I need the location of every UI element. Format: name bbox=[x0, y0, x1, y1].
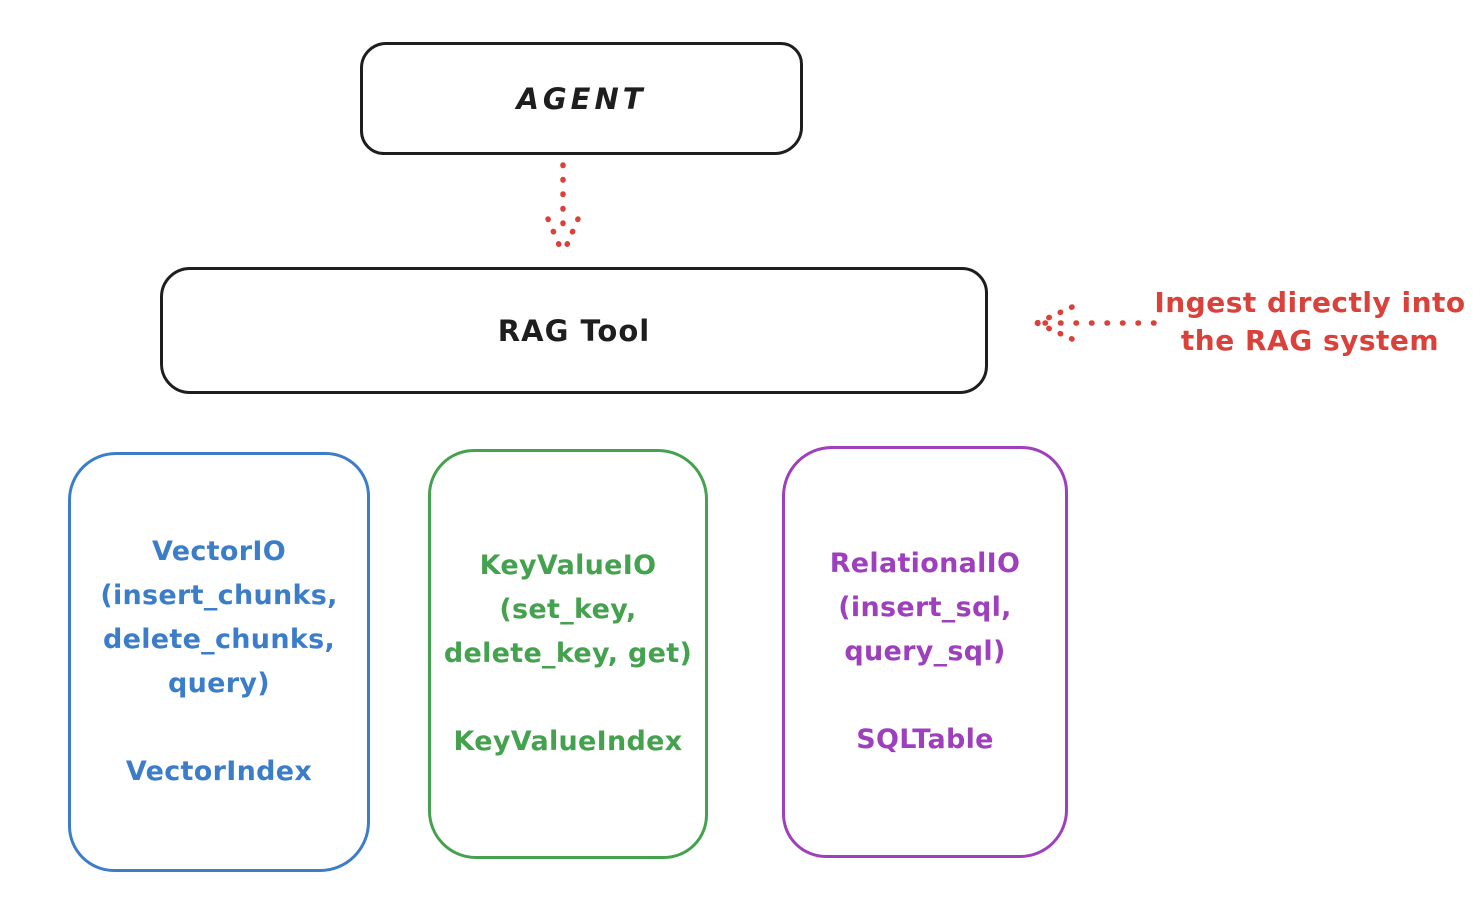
keyvalue-index-label: KeyValueIndex bbox=[453, 726, 683, 757]
keyvalue-io-node[interactable]: KeyValueIO (set_key, delete_key, get) Ke… bbox=[428, 449, 708, 859]
vector-io-line: query) bbox=[168, 668, 270, 699]
ingest-annotation-line2: the RAG system bbox=[1180, 324, 1440, 357]
rag-tool-label: RAG Tool bbox=[497, 313, 651, 348]
keyvalue-io-line: (set_key, bbox=[499, 594, 637, 625]
relational-io-line: query_sql) bbox=[844, 636, 1006, 667]
ingest-arrow-icon bbox=[1034, 304, 1157, 342]
keyvalue-io-line: KeyValueIO bbox=[479, 550, 657, 581]
relational-io-line: (insert_sql, bbox=[838, 592, 1012, 623]
vector-io-node[interactable]: VectorIO (insert_chunks, delete_chunks, … bbox=[68, 452, 370, 872]
vector-io-line: delete_chunks, bbox=[102, 624, 336, 655]
relational-io-line: RelationalIO bbox=[829, 548, 1021, 579]
rag-tool-node[interactable]: RAG Tool bbox=[160, 267, 988, 394]
vector-index-label: VectorIndex bbox=[125, 756, 313, 787]
agent-node[interactable]: AGENT bbox=[360, 42, 803, 155]
ingest-annotation-line1: Ingest directly into bbox=[1154, 286, 1466, 319]
agent-label: AGENT bbox=[516, 81, 647, 116]
vector-io-line: VectorIO bbox=[152, 536, 286, 567]
vector-io-line: (insert_chunks, bbox=[100, 580, 338, 611]
sql-table-label: SQLTable bbox=[856, 724, 994, 755]
relational-io-node[interactable]: RelationalIO (insert_sql, query_sql) SQL… bbox=[782, 446, 1068, 858]
ingest-annotation: Ingest directly into the RAG system bbox=[1136, 284, 1484, 360]
agent-to-rag-arrow-icon bbox=[545, 162, 581, 257]
keyvalue-io-line: delete_key, get) bbox=[443, 638, 693, 669]
